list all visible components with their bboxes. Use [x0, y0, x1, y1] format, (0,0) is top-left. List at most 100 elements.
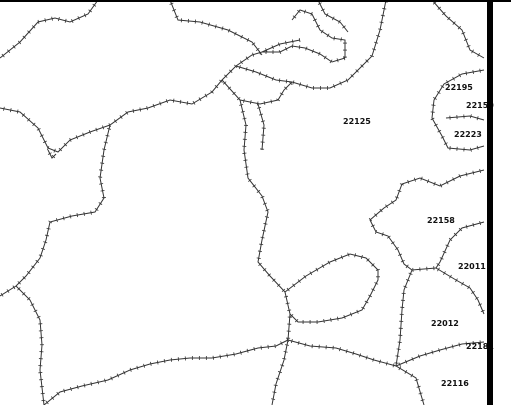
boundary-tick — [281, 288, 286, 293]
boundary-tick — [17, 287, 21, 291]
boundary-tick — [26, 270, 31, 275]
boundary-tick — [431, 350, 434, 355]
boundary-tick — [399, 183, 404, 186]
boundary-tick — [246, 37, 250, 42]
boundary-tick — [208, 22, 210, 27]
region-label-22011[interactable]: 22011 — [458, 262, 486, 271]
boundary-tick — [333, 36, 335, 41]
boundary-tick — [257, 250, 262, 253]
boundary-tick — [32, 122, 36, 127]
boundary-tick — [469, 147, 472, 152]
boundary-tick — [27, 30, 31, 34]
boundary-tick — [232, 91, 236, 96]
region-label-22181[interactable]: 22181 — [466, 342, 494, 351]
boundary-tick — [58, 147, 63, 152]
boundary-tick — [355, 69, 359, 73]
boundary-tick — [251, 42, 256, 46]
boundary-tick — [472, 222, 475, 227]
boundary-tick — [458, 73, 462, 78]
boundary-tick — [395, 247, 399, 250]
boundary-tick — [426, 179, 430, 184]
boundary-tick — [244, 166, 249, 168]
boundary-tick — [284, 344, 290, 346]
region-label-22116[interactable]: 22116 — [441, 379, 469, 388]
boundary-line — [235, 0, 387, 89]
boundary-tick — [233, 352, 235, 357]
boundary-tick — [284, 86, 288, 90]
boundary-tick — [397, 341, 402, 343]
boundary-tick — [339, 81, 342, 86]
boundary-tick — [326, 33, 330, 38]
boundary-tick — [408, 272, 413, 275]
boundary-tick — [390, 200, 394, 205]
boundary-tick — [345, 349, 348, 354]
boundary-tick — [17, 40, 22, 45]
boundary-tick — [101, 155, 106, 157]
boundary-tick — [255, 47, 260, 51]
boundary-tick — [267, 273, 271, 277]
boundary-tick — [411, 357, 414, 362]
boundary-line — [0, 0, 99, 59]
boundary-tick — [452, 21, 456, 25]
boundary-tick — [88, 9, 93, 13]
boundary-tick — [264, 216, 269, 218]
boundary-tick — [0, 292, 4, 297]
boundary-tick — [12, 44, 16, 49]
boundary-tick — [289, 313, 294, 318]
boundary-tick — [443, 271, 446, 275]
boundary-tick — [330, 317, 332, 322]
boundary-tick — [285, 302, 290, 305]
boundary-line — [15, 285, 45, 405]
boundary-tick — [382, 7, 387, 10]
boundary-tick — [323, 318, 325, 324]
boundary-tick — [320, 8, 325, 12]
boundary-tick — [359, 353, 362, 358]
boundary-tick — [260, 236, 265, 239]
region-label-22223[interactable]: 22223 — [454, 130, 482, 139]
boundary-tick — [239, 104, 244, 106]
boundary-tick — [3, 106, 5, 111]
boundary-tick — [291, 39, 294, 44]
boundary-tick — [10, 108, 12, 113]
boundary-tick — [41, 247, 46, 250]
region-label-22150[interactable]: 22150 — [466, 101, 494, 110]
boundary-tick — [381, 232, 384, 237]
boundary-tick — [229, 69, 233, 73]
boundary-tick — [424, 352, 427, 357]
boundary-tick — [440, 136, 445, 139]
boundary-tick — [286, 287, 290, 292]
boundary-line — [431, 0, 485, 59]
boundary-tick — [222, 81, 227, 85]
boundary-tick — [77, 16, 80, 21]
boundary-tick — [69, 214, 72, 219]
boundary-tick — [442, 250, 447, 254]
boundary-tick — [242, 117, 247, 120]
boundary-tick — [240, 110, 245, 113]
boundary-line — [169, 0, 263, 56]
region-label-22158[interactable]: 22158 — [427, 216, 455, 225]
boundary-tick — [471, 291, 475, 294]
region-label-22012[interactable]: 22012 — [431, 319, 459, 328]
boundary-tick — [12, 285, 16, 290]
region-label-22125[interactable]: 22125 — [343, 117, 371, 126]
boundary-tick — [452, 177, 455, 182]
boundary-tick — [83, 13, 87, 18]
boundary-tick — [471, 49, 474, 54]
boundary-tick — [375, 229, 378, 235]
boundary-tick — [103, 141, 108, 144]
region-label-22195[interactable]: 22195 — [445, 83, 473, 92]
boundary-tick — [214, 24, 217, 29]
boundary-line — [47, 149, 57, 159]
boundary-tick — [212, 355, 215, 360]
boundary-tick — [420, 176, 423, 181]
boundary-tick — [477, 52, 480, 57]
boundary-line — [221, 79, 291, 405]
boundary-tick — [285, 46, 288, 51]
boundary-tick — [277, 371, 282, 374]
boundary-tick — [397, 189, 402, 192]
boundary-tick — [71, 18, 74, 23]
boundary-tick — [420, 399, 425, 402]
boundary-tick — [265, 74, 268, 79]
